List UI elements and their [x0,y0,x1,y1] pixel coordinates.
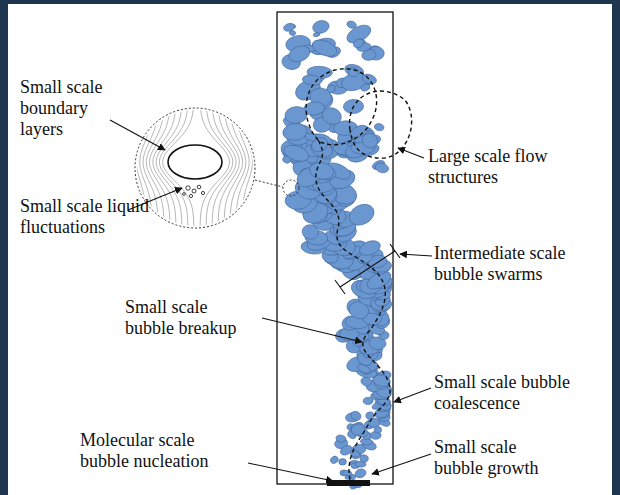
bubble [349,410,362,422]
streamline [248,100,256,240]
streamline [218,100,239,240]
flow-path [306,69,412,480]
streamline [230,100,246,240]
bubble [365,411,374,420]
streamline [242,100,252,240]
callout-label: Molecular scale bubble nucleation [80,430,230,472]
callout-label: Small scale bubble breakup [125,297,255,339]
streamline [140,100,152,240]
streamline [143,100,158,240]
bubble [361,438,378,451]
bubble [339,459,347,466]
callout-label: Intermediate scale bubble swarms [434,243,594,285]
bubble [360,83,371,92]
bubbles [279,19,395,490]
callout-label: Large scale flow structures [428,146,553,188]
bubble [283,22,296,32]
callout-label: Small scale bubble coalescence [434,372,584,414]
streamline [224,100,243,240]
bubble [339,443,354,457]
bubble-column [277,12,393,484]
bubble [374,123,385,132]
bubble [329,455,339,465]
streamline [146,100,164,240]
bubble [342,470,351,475]
bubble [282,142,311,164]
heater-plate [327,480,370,486]
bubble [320,105,344,127]
bubble [308,161,335,182]
streamline [150,100,170,240]
bubble [360,454,369,462]
bubble [302,74,323,86]
bubble [287,43,313,65]
background [8,4,612,495]
inset-magnifier [133,100,299,240]
bubble [282,122,308,141]
bubble [352,37,365,49]
bubble [335,434,346,443]
streamline [236,100,249,240]
swarm-bracket [335,244,400,294]
callout-label: Small scale liquid fluctuations [20,196,170,238]
bubble [284,105,308,124]
bubble [282,155,292,164]
streamline [133,100,140,240]
bubble [311,19,330,35]
leader-lines [110,120,432,481]
bubble [310,37,339,60]
callout-label: Small scale bubble growth [434,437,564,479]
bubble [354,467,367,479]
bubble [374,162,389,174]
callout-label: Small scale boundary layers [20,77,125,140]
bubble [357,238,382,258]
